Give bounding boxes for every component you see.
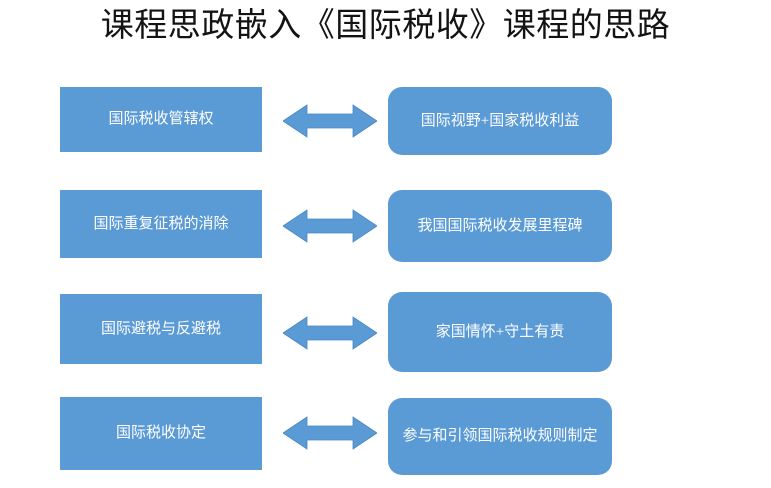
diagram-row: 国际税收管辖权 国际视野+国家税收利益 bbox=[0, 87, 771, 155]
course-topic-label: 国际税收管辖权 bbox=[108, 111, 214, 127]
course-topic-label: 国际税收协定 bbox=[115, 425, 206, 441]
double-headed-arrow-icon bbox=[283, 102, 377, 140]
course-topic-label: 国际重复征税的消除 bbox=[93, 215, 229, 232]
ideology-goal-label: 国际视野+国家税收利益 bbox=[420, 112, 580, 129]
double-headed-arrow-icon bbox=[283, 207, 377, 245]
course-topic-box[interactable]: 国际税收管辖权 bbox=[60, 87, 262, 152]
ideology-goal-box[interactable]: 家国情怀+守土有责 bbox=[388, 292, 612, 372]
course-topic-box[interactable]: 国际重复征税的消除 bbox=[60, 190, 262, 258]
double-headed-arrow-icon bbox=[283, 414, 377, 452]
course-topic-label: 国际避税与反避税 bbox=[100, 320, 221, 337]
ideology-goal-label: 我国国际税收发展里程碑 bbox=[417, 217, 583, 234]
diagram-row: 国际重复征税的消除 我国国际税收发展里程碑 bbox=[0, 190, 771, 262]
course-topic-box[interactable]: 国际避税与反避税 bbox=[60, 294, 262, 364]
ideology-goal-label: 参与和引领国际税收规则制定 bbox=[402, 428, 598, 444]
ideology-goal-label: 家国情怀+守土有责 bbox=[435, 323, 565, 340]
diagram-row: 国际税收协定 参与和引领国际税收规则制定 bbox=[0, 397, 771, 475]
ideology-goal-box[interactable]: 我国国际税收发展里程碑 bbox=[388, 190, 612, 262]
double-headed-arrow-icon bbox=[283, 314, 377, 352]
diagram-row: 国际避税与反避税 家国情怀+守土有责 bbox=[0, 292, 771, 372]
ideology-goal-box[interactable]: 国际视野+国家税收利益 bbox=[388, 87, 612, 155]
course-topic-box[interactable]: 国际税收协定 bbox=[60, 397, 262, 470]
page-title: 课程思政嵌入《国际税收》课程的思路 bbox=[100, 8, 671, 44]
ideology-goal-box[interactable]: 参与和引领国际税收规则制定 bbox=[388, 398, 612, 475]
